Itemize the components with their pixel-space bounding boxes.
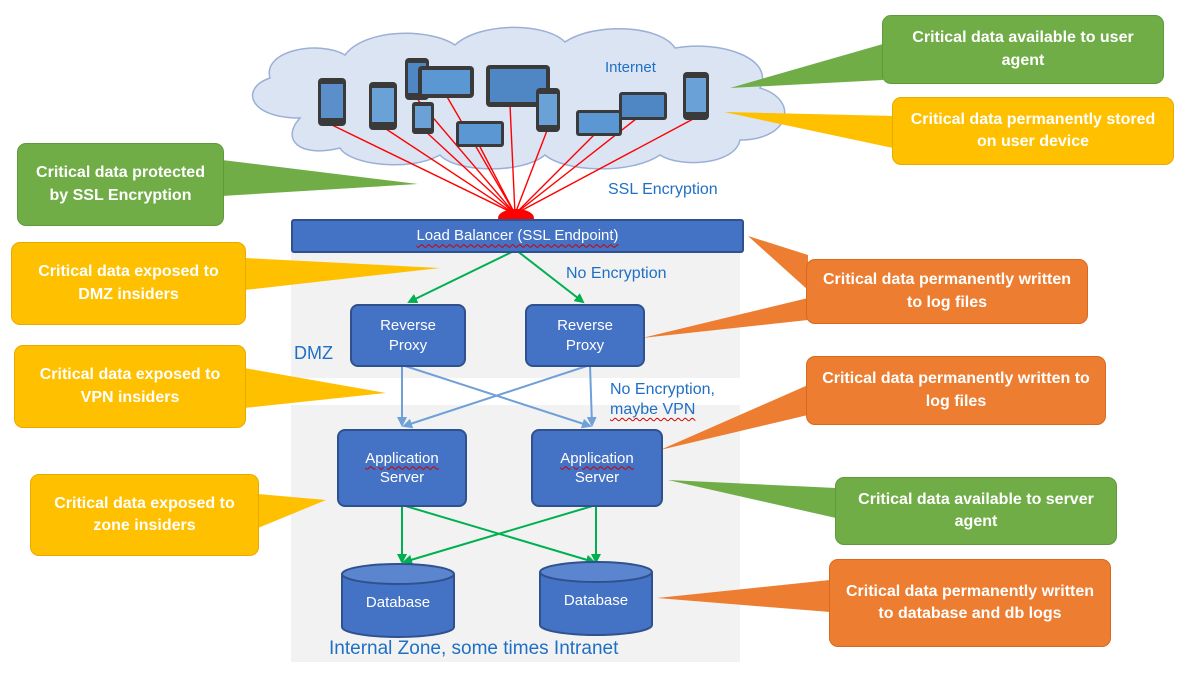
lb-to-proxy-arrows <box>407 249 585 304</box>
application-server-right[interactable]: Application Server <box>531 429 663 507</box>
app-server-label-2: Server <box>379 469 425 486</box>
database-left <box>341 563 455 638</box>
device-phone-5 <box>536 88 560 132</box>
dmz-label: DMZ <box>294 343 333 363</box>
device-tablet-3 <box>456 121 504 147</box>
no-encryption-vpn-label-2: maybe VPN <box>610 401 696 418</box>
no-encryption-label: No Encryption <box>566 265 667 282</box>
reverse-proxy-label-1: Reverse <box>380 317 436 334</box>
device-phone-2 <box>369 82 397 130</box>
database-right <box>539 561 653 636</box>
device-tablet-1 <box>418 66 474 98</box>
device-tablet-2 <box>486 65 550 107</box>
callout-vpn-insiders: Critical data exposed to VPN insiders <box>14 345 246 428</box>
database-right-label: Database <box>563 592 629 609</box>
device-phone-1 <box>318 78 346 126</box>
load-balancer[interactable]: Load Balancer (SSL Endpoint) <box>291 219 744 253</box>
reverse-proxy-label-1: Reverse <box>557 317 613 334</box>
callout-user-device: Critical data permanently stored on user… <box>892 97 1174 165</box>
callout-user-agent: Critical data available to user agent <box>882 15 1164 84</box>
callout-log-files-proxy: Critical data permanently written to log… <box>806 259 1088 324</box>
reverse-proxy-label-2: Proxy <box>565 336 605 354</box>
proxy-to-app-arrows <box>397 364 597 429</box>
reverse-proxy-right[interactable]: Reverse Proxy <box>525 304 645 367</box>
database-left-label: Database <box>365 594 431 611</box>
device-tablet-4 <box>576 110 622 136</box>
callout-ssl-protected: Critical data protected by SSL Encryptio… <box>17 143 224 226</box>
device-phone-4 <box>412 102 434 134</box>
reverse-proxy-label-2: Proxy <box>388 336 428 354</box>
reverse-proxy-left[interactable]: Reverse Proxy <box>350 304 466 367</box>
application-server-left[interactable]: Application Server <box>337 429 467 507</box>
callout-dmz-insiders: Critical data exposed to DMZ insiders <box>11 242 246 325</box>
ssl-encryption-label: SSL Encryption <box>608 181 718 198</box>
internet-connections <box>331 94 696 215</box>
callout-server-agent: Critical data available to server agent <box>835 477 1117 545</box>
internal-zone-label: Internal Zone, some times Intranet <box>329 638 619 659</box>
load-balancer-label: Load Balancer (SSL Endpoint) <box>416 227 619 245</box>
callout-log-files-app: Critical data permanently written to log… <box>806 356 1106 425</box>
app-server-label-1: Application <box>365 449 439 467</box>
device-phone-6 <box>683 72 709 120</box>
callout-database-logs: Critical data permanently written to dat… <box>829 559 1111 647</box>
internet-label: Internet <box>605 59 656 76</box>
device-tablet-5 <box>619 92 667 120</box>
callout-zone-insiders: Critical data exposed to zone insiders <box>30 474 259 556</box>
app-server-label-2: Server <box>574 469 620 486</box>
app-server-label-1: Application <box>560 449 634 467</box>
no-encryption-vpn-label-1: No Encryption, <box>610 381 715 398</box>
callout-pointers <box>222 44 893 612</box>
app-to-db-arrows <box>397 504 601 565</box>
